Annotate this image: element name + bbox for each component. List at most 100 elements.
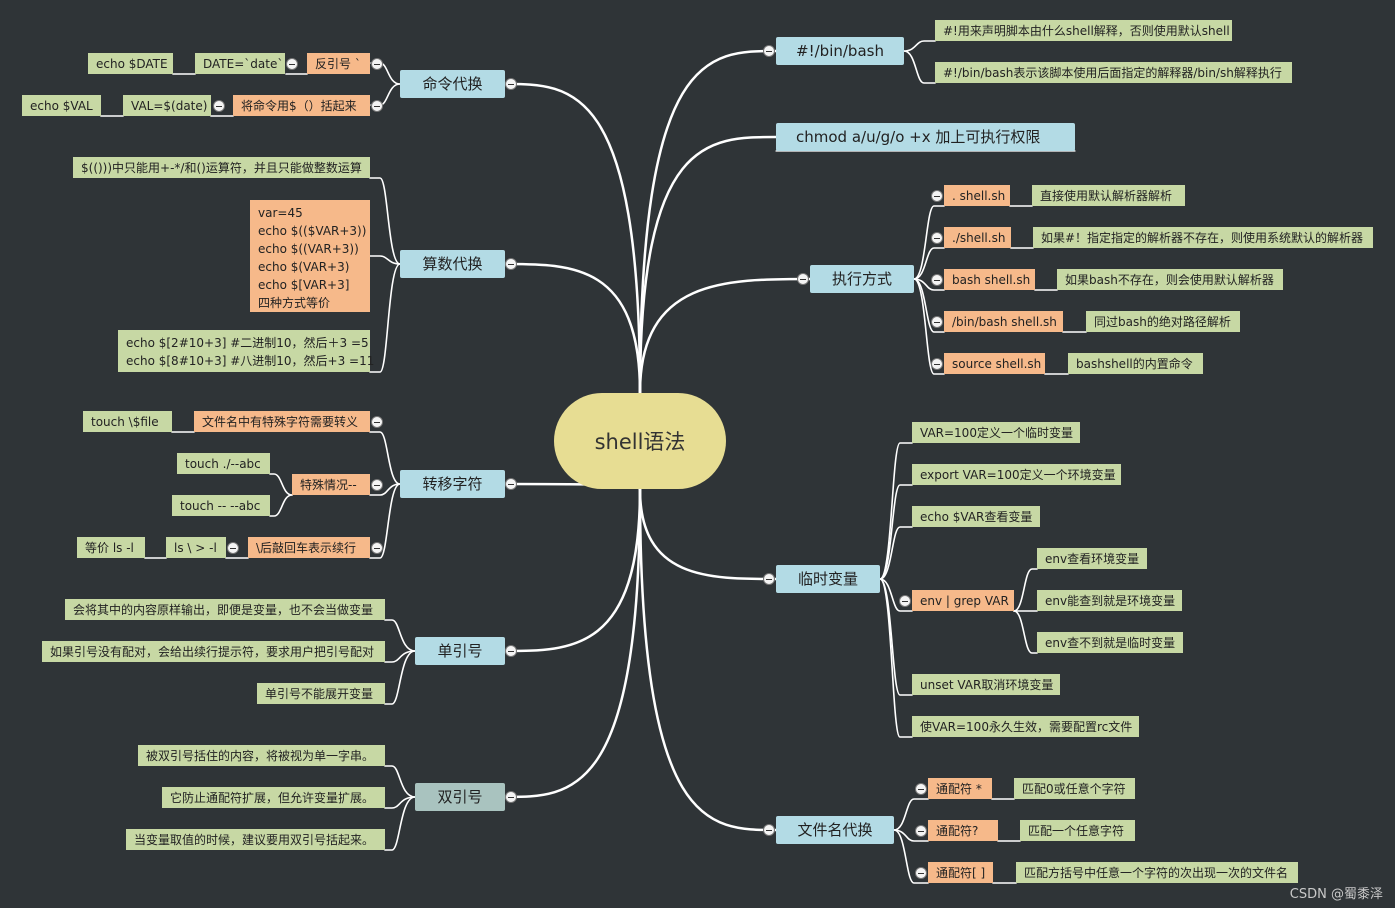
node-paren-sub[interactable]: 将命令用$（）括起来 <box>233 95 370 116</box>
node-exec-desc-4[interactable]: 同过bash的绝对路径解析 <box>1086 311 1240 332</box>
collapse-minus-icon[interactable] <box>915 825 927 837</box>
node-tempvar-5[interactable]: 使VAR=100永久生效，需要配置rc文件 <box>912 716 1139 737</box>
collapse-minus-icon[interactable] <box>899 595 911 607</box>
node-exec-cmd-1[interactable]: . shell.sh <box>944 185 1010 206</box>
node-arith-base[interactable]: echo $[2#10+3] #二进制10，然后＋3 =5 echo $[8#1… <box>118 330 374 372</box>
node-double-1[interactable]: 被双引号括住的内容，将被视为单一字串。 <box>138 745 385 766</box>
branch-glob[interactable]: 文件名代换 <box>776 816 894 844</box>
connector-line <box>269 473 293 496</box>
collapse-minus-icon[interactable] <box>797 273 809 285</box>
collapse-minus-icon[interactable] <box>371 58 383 70</box>
collapse-minus-icon[interactable] <box>931 274 943 286</box>
node-double-3[interactable]: 当变量取值的时候，建议要用双引号括起来。 <box>126 829 385 850</box>
connector-line <box>369 483 401 559</box>
node-exec-desc-2[interactable]: 如果#！指定指定的解析器不存在，则使用系统默认的解析器 <box>1033 227 1373 248</box>
node-exec-desc-1[interactable]: 直接使用默认解析器解析 <box>1032 185 1185 206</box>
collapse-minus-icon[interactable] <box>286 58 298 70</box>
collapse-minus-icon[interactable] <box>505 645 517 657</box>
root-node[interactable]: shell语法 <box>554 393 726 489</box>
node-tempvar-2[interactable]: export VAR=100定义一个环境变量 <box>912 464 1121 485</box>
collapse-minus-icon[interactable] <box>371 479 383 491</box>
collapse-minus-icon[interactable] <box>763 45 775 57</box>
node-single-2[interactable]: 如果引号没有配对，会给出续行提示符，要求用户把引号配对 <box>42 641 385 662</box>
connector-line <box>638 277 812 395</box>
collapse-minus-icon[interactable] <box>213 100 225 112</box>
node-backquote[interactable]: 反引号 ` <box>307 53 370 74</box>
node-equiv[interactable]: 等价 ls -l <box>77 537 145 558</box>
node-shebang-1[interactable]: #!用来声明脚本由什么shell解释，否则使用默认shell <box>935 20 1232 41</box>
node-single-1[interactable]: 会将其中的内容原样输出，即便是变量，也不会当做变量 <box>65 599 385 620</box>
collapse-minus-icon[interactable] <box>505 791 517 803</box>
collapse-minus-icon[interactable] <box>505 478 517 490</box>
collapse-minus-icon[interactable] <box>915 783 927 795</box>
node-double-2[interactable]: 它防止通配符扩展，但允许变量扩展。 <box>162 787 385 808</box>
node-special-case[interactable]: 特殊情况-- <box>292 474 370 495</box>
node-exec-desc-3[interactable]: 如果bash不存在，则会使用默认解析器 <box>1057 269 1283 290</box>
connector-line <box>893 829 929 842</box>
node-env-3[interactable]: env查不到就是临时变量 <box>1037 632 1183 653</box>
connector-line <box>369 431 401 485</box>
node-glob-1[interactable]: 通配符 * <box>928 778 992 799</box>
node-shebang-2[interactable]: #!/bin/bash表示该脚本使用后面指定的解释器/bin/sh解释执行 <box>935 62 1292 83</box>
connector-line <box>903 50 936 84</box>
collapse-minus-icon[interactable] <box>931 190 943 202</box>
collapse-minus-icon[interactable] <box>763 573 775 585</box>
node-ls-cmd[interactable]: ls \ > -l <box>166 537 226 558</box>
collapse-minus-icon[interactable] <box>505 78 517 90</box>
node-env-1[interactable]: env查看环境变量 <box>1037 548 1147 569</box>
collapse-minus-icon[interactable] <box>505 258 517 270</box>
node-env-grep[interactable]: env | grep VAR <box>912 590 1014 611</box>
connector-line <box>903 40 936 52</box>
connector-line <box>638 487 778 581</box>
node-arith-note[interactable]: $(()))中只能用+-*/和()运算符，并且只能做整数运算 <box>73 157 370 178</box>
node-single-3[interactable]: 单引号不能展开变量 <box>257 683 385 704</box>
branch-arith[interactable]: 算数代换 <box>400 250 505 278</box>
branch-cmd-sub[interactable]: 命令代换 <box>400 70 505 98</box>
node-glob-2[interactable]: 通配符? <box>928 820 998 841</box>
node-glob-desc-1[interactable]: 匹配0或任意个字符 <box>1014 778 1135 799</box>
node-echo-val[interactable]: echo $VAL <box>22 95 101 116</box>
node-tempvar-4[interactable]: unset VAR取消环境变量 <box>912 674 1060 695</box>
branch-shebang[interactable]: #!/bin/bash <box>776 37 904 65</box>
branch-double-quote[interactable]: 双引号 <box>415 783 505 811</box>
node-env-2[interactable]: env能查到就是环境变量 <box>1037 590 1182 611</box>
connector-line <box>384 650 416 705</box>
collapse-minus-icon[interactable] <box>227 542 239 554</box>
collapse-minus-icon[interactable] <box>371 542 383 554</box>
branch-escape[interactable]: 转移字符 <box>400 470 505 498</box>
node-touch-dd[interactable]: touch -- --abc <box>172 495 270 516</box>
connector-line <box>503 262 642 395</box>
node-exec-cmd-2[interactable]: ./shell.sh <box>944 227 1011 248</box>
node-var-assign[interactable]: VAL=$(date) <box>123 95 211 116</box>
branch-exec[interactable]: 执行方式 <box>810 265 914 293</box>
node-touch-file[interactable]: touch \$file <box>83 411 172 432</box>
collapse-minus-icon[interactable] <box>915 867 927 879</box>
node-glob-3[interactable]: 通配符[ ] <box>928 862 993 883</box>
node-echo-date[interactable]: echo $DATE <box>88 53 173 74</box>
node-special-name[interactable]: 文件名中有特殊字符需要转义 <box>194 411 370 432</box>
collapse-minus-icon[interactable] <box>931 232 943 244</box>
branch-tempvar[interactable]: 临时变量 <box>776 565 880 593</box>
branch-chmod[interactable]: chmod a/u/g/o +x 加上可执行权限 <box>776 123 1075 151</box>
connector-line <box>879 578 913 738</box>
node-glob-desc-3[interactable]: 匹配方括号中任意一个字符的次出现一次的文件名 <box>1016 862 1298 883</box>
node-tempvar-3[interactable]: echo $VAR查看变量 <box>912 506 1040 527</box>
node-glob-desc-2[interactable]: 匹配一个任意字符 <box>1020 820 1135 841</box>
node-backslash[interactable]: \后敲回车表示续行 <box>248 537 370 558</box>
collapse-minus-icon[interactable] <box>763 824 775 836</box>
collapse-minus-icon[interactable] <box>931 316 943 328</box>
connector-line <box>369 263 401 373</box>
collapse-minus-icon[interactable] <box>931 358 943 370</box>
node-exec-desc-5[interactable]: bashshell的内置命令 <box>1068 353 1203 374</box>
branch-single-quote[interactable]: 单引号 <box>415 637 505 665</box>
node-tempvar-1[interactable]: VAR=100定义一个临时变量 <box>912 422 1080 443</box>
node-exec-cmd-4[interactable]: /bin/bash shell.sh <box>944 311 1063 332</box>
node-touch-dot[interactable]: touch ./--abc <box>177 453 270 474</box>
node-exec-cmd-5[interactable]: source shell.sh <box>944 353 1045 374</box>
node-date-assign[interactable]: DATE=`date` <box>195 53 285 74</box>
node-arith-examples[interactable]: var=45 echo $(($VAR+3)) echo $((VAR+3)) … <box>250 200 370 312</box>
connector-line <box>913 278 945 375</box>
collapse-minus-icon[interactable] <box>371 100 383 112</box>
node-exec-cmd-3[interactable]: bash shell.sh <box>944 269 1035 290</box>
collapse-minus-icon[interactable] <box>371 416 383 428</box>
